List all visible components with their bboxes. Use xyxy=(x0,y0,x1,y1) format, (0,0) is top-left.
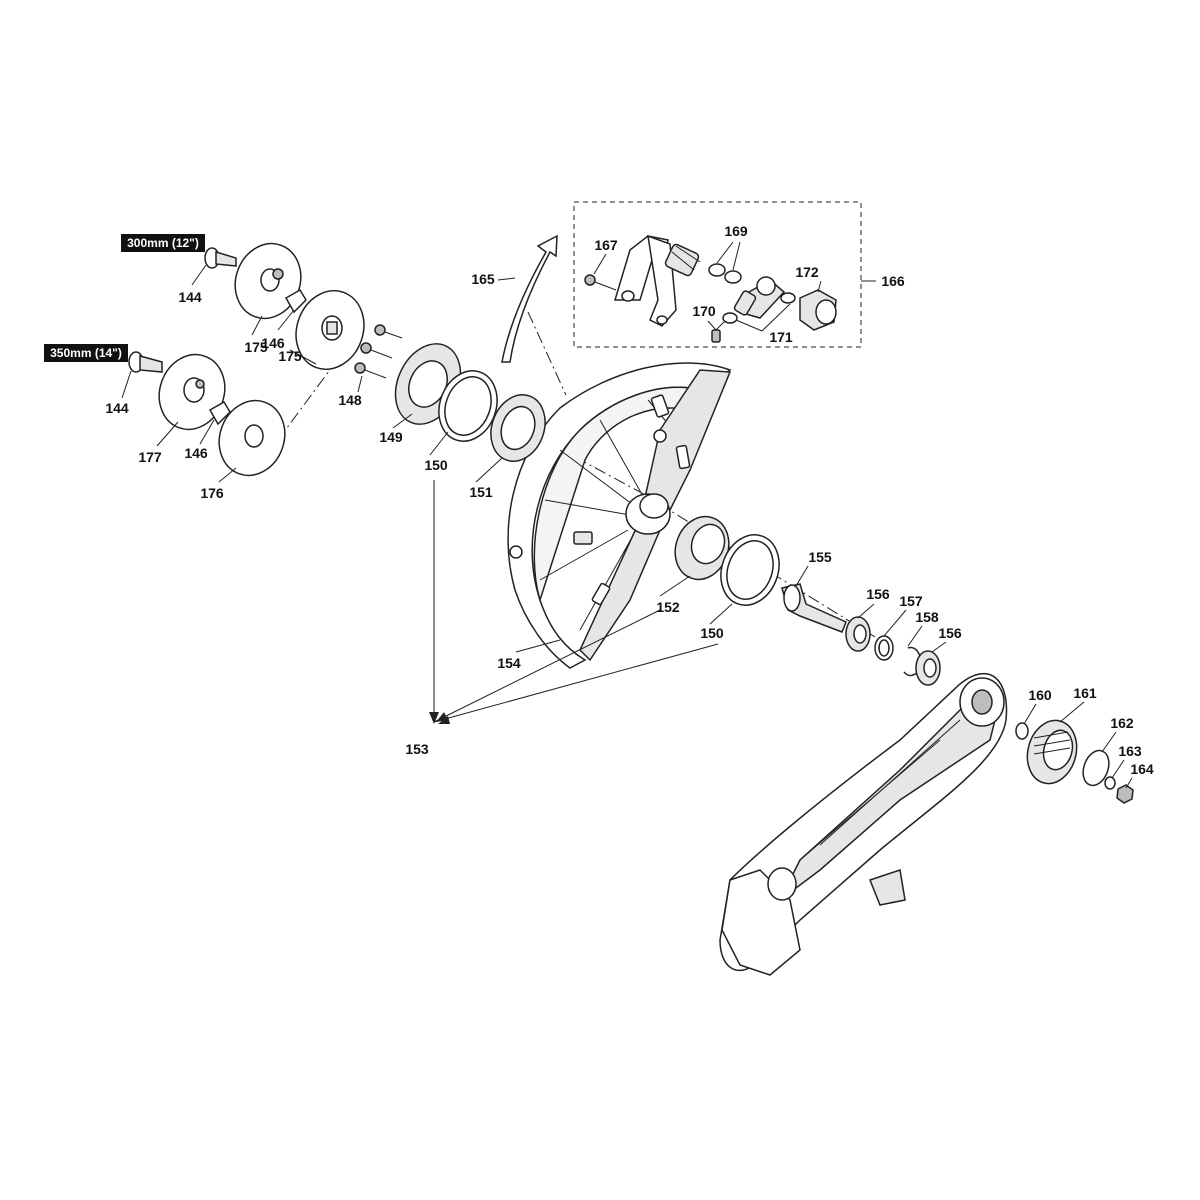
bolt-144-350 xyxy=(128,351,163,373)
part-label-177: 177 xyxy=(138,449,162,465)
seal-rings-169 xyxy=(708,263,742,284)
pulley-161 xyxy=(1026,719,1078,785)
screw-167 xyxy=(584,274,617,291)
screws-148 xyxy=(354,324,403,379)
part-label-172: 172 xyxy=(795,264,819,280)
part-label-149: 149 xyxy=(379,429,403,445)
arrow-165 xyxy=(501,234,558,363)
washer-150-b xyxy=(720,534,780,606)
part-label-163: 163 xyxy=(1118,743,1142,759)
part-labels: 144 175 146 175 144 177 146 176 148 149 … xyxy=(105,223,1154,777)
part-label-155: 155 xyxy=(808,549,832,565)
label-leaders xyxy=(121,241,1133,789)
part-label-144: 144 xyxy=(178,289,202,305)
part-label-169: 169 xyxy=(724,223,748,239)
part-label-152: 152 xyxy=(656,599,680,615)
part-label-166: 166 xyxy=(881,273,905,289)
badge-300mm-text: 300mm (12") xyxy=(127,236,199,250)
cutting-arm-housing xyxy=(719,672,1008,976)
part-label-158: 158 xyxy=(915,609,939,625)
part-label-170: 170 xyxy=(692,303,716,319)
badge-350mm: 350mm (14") xyxy=(44,344,128,362)
badge-300mm: 300mm (12") xyxy=(121,234,205,252)
flange-176 xyxy=(218,399,286,477)
part-label-144: 144 xyxy=(105,400,129,416)
washer-150-a xyxy=(438,370,498,442)
washer-163 xyxy=(1104,776,1116,790)
cam-body xyxy=(733,276,786,319)
bearing-156-b xyxy=(915,650,941,686)
part-label-176: 176 xyxy=(200,485,224,501)
spindle-155 xyxy=(781,583,847,633)
knob-172 xyxy=(799,289,837,331)
part-label-161: 161 xyxy=(1073,685,1097,701)
ring-151 xyxy=(490,394,546,462)
blade-guard-154 xyxy=(507,362,732,669)
part-label-148: 148 xyxy=(338,392,362,408)
part-label-156: 156 xyxy=(866,586,890,602)
part-label-171: 171 xyxy=(769,329,793,345)
guard-adjust-lever xyxy=(613,234,701,327)
part-label-150: 150 xyxy=(424,457,448,473)
part-label-146: 146 xyxy=(261,335,285,351)
part-label-167: 167 xyxy=(594,237,618,253)
nut-164 xyxy=(1116,784,1134,804)
part-label-162: 162 xyxy=(1110,715,1134,731)
part-label-153: 153 xyxy=(405,741,429,757)
part-label-175: 175 xyxy=(278,348,302,364)
ring-157 xyxy=(874,635,894,661)
flange-175-outer xyxy=(234,242,302,320)
part-label-157: 157 xyxy=(899,593,923,609)
part-label-156: 156 xyxy=(938,625,962,641)
label-153-arrowheads xyxy=(429,712,450,724)
badge-350mm-text: 350mm (14") xyxy=(50,346,122,360)
part-label-151: 151 xyxy=(469,484,493,500)
part-label-165: 165 xyxy=(471,271,495,287)
washer-160 xyxy=(1015,722,1029,740)
seal-rings-171 xyxy=(722,292,796,324)
part-label-175: 175 xyxy=(244,339,268,355)
clip-146-a xyxy=(284,288,307,314)
hub-152 xyxy=(674,515,730,581)
part-label-164: 164 xyxy=(1130,761,1154,777)
flange-175-inner xyxy=(295,290,365,370)
part-label-160: 160 xyxy=(1028,687,1052,703)
part-label-146: 146 xyxy=(184,445,208,461)
bearing-156-a xyxy=(845,616,871,652)
part-label-154: 154 xyxy=(497,655,521,671)
part-label-150: 150 xyxy=(700,625,724,641)
bolt-144-300 xyxy=(204,247,237,269)
